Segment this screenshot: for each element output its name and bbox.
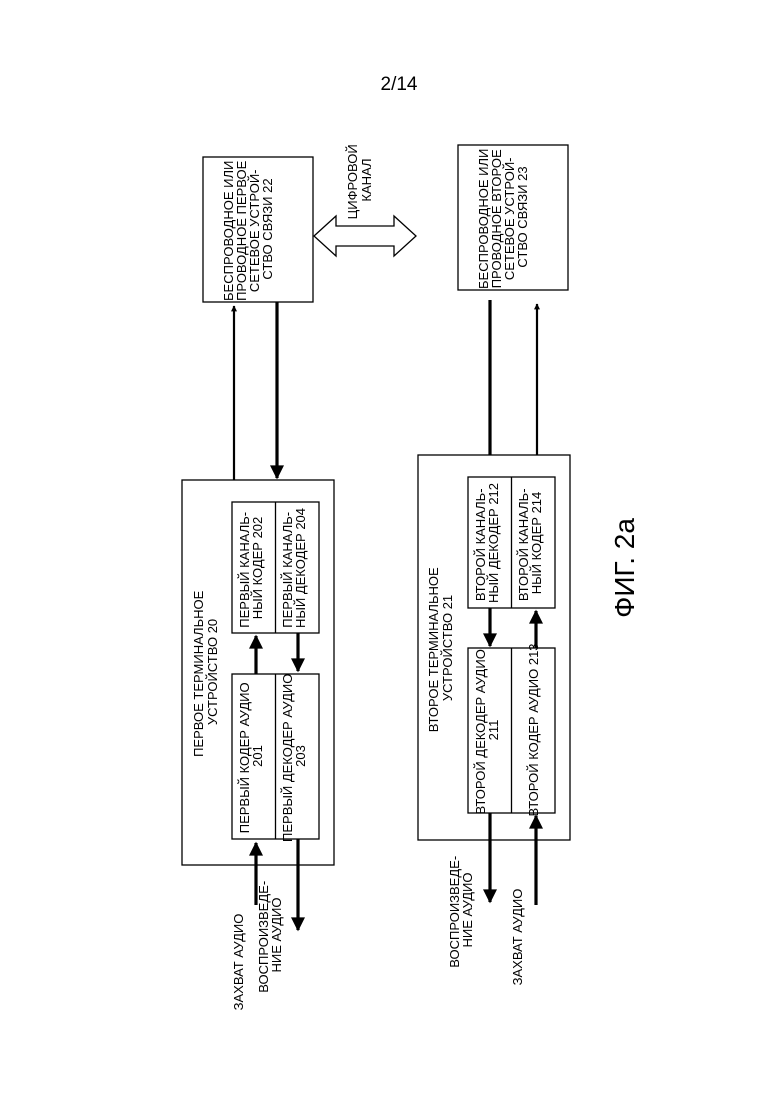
first-capture-label: ЗАХВАТ АУДИО [231,914,246,1011]
second-capture-label: ЗАХВАТ АУДИО [510,889,525,986]
digital-channel-label: ЦИФРОВОЙ КАНАЛ [345,141,374,220]
second-channel-decoder-label: ВТОРОЙ КАНАЛЬ- НЫЙ ДЕКОДЕР 212 [473,483,501,603]
first-network-label: БЕСПРОВОДНОЕ ИЛИ ПРОВОДНОЕ ПЕРВОЕ СЕТЕВО… [221,157,275,301]
second-channel-encoder-label: ВТОРОЙ КАНАЛЬ- НЫЙ КОДЕР 214 [516,485,544,601]
figure-label: ФИГ. 2а [609,518,640,618]
first-playback-label: ВОСПРОИЗВЕДЕ- НИЕ АУДИО [256,877,284,993]
second-playback-label: ВОСПРОИЗВЕДЕ- НИЕ АУДИО [447,852,475,968]
second-audio-encoder-label: ВТОРОЙ КОДЕР АУДИО 213 [526,643,541,816]
first-channel-decoder-label: ПЕРВЫЙ КАНАЛЬ- НЫЙ ДЕКОДЕР 204 [280,508,308,628]
first-channel-encoder-label: ПЕРВЫЙ КАНАЛЬ- НЫЙ КОДЕР 202 [237,508,265,627]
second-network-label: БЕСПРОВОДНОЕ ИЛИ ПРОВОДНОЕ ВТОРОЕ СЕТЕВО… [476,145,530,289]
page-number: 2/14 [381,74,418,95]
digital-channel-arrow [314,216,416,256]
